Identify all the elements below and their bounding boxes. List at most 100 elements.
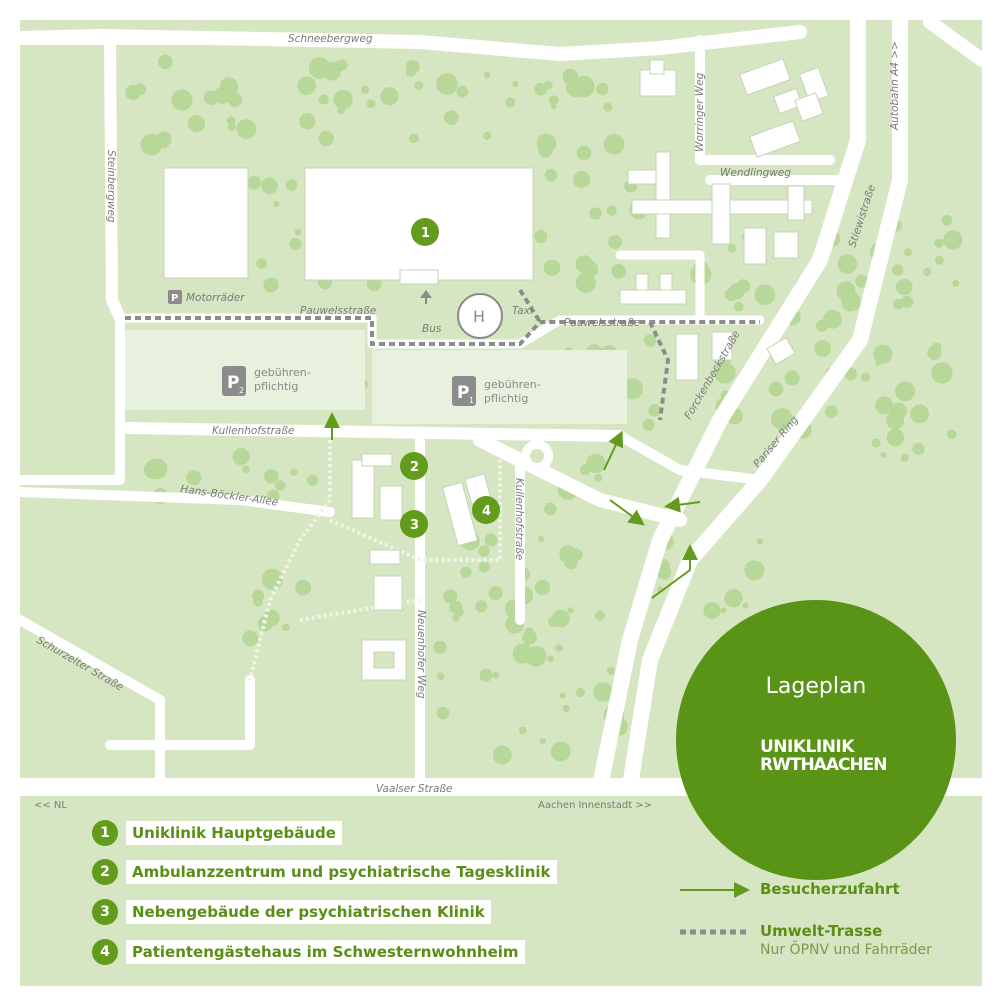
tree bbox=[409, 133, 419, 144]
tree bbox=[232, 447, 250, 466]
tree bbox=[575, 255, 594, 273]
tree bbox=[733, 301, 744, 312]
tree bbox=[941, 214, 953, 226]
tree bbox=[290, 468, 298, 476]
marker-4-label: 4 bbox=[482, 504, 491, 519]
roads bbox=[12, 14, 990, 794]
tree bbox=[492, 745, 512, 765]
label-motorraeder: Motorräder bbox=[186, 292, 245, 304]
tree bbox=[756, 538, 763, 545]
tree bbox=[923, 267, 932, 277]
tree bbox=[405, 67, 416, 77]
tree bbox=[562, 704, 570, 713]
legend-num-2: 2 bbox=[92, 859, 118, 885]
tree bbox=[910, 404, 930, 424]
tree bbox=[904, 248, 912, 257]
marker-4[interactable] bbox=[472, 496, 500, 524]
tree bbox=[573, 170, 591, 189]
tree bbox=[534, 579, 551, 596]
street-steinbergweg: Steinbergweg bbox=[105, 150, 117, 223]
tree bbox=[361, 85, 370, 94]
tree bbox=[456, 608, 465, 616]
tree bbox=[611, 263, 627, 279]
tree bbox=[443, 589, 458, 604]
tree bbox=[720, 607, 727, 614]
tree bbox=[875, 396, 894, 415]
street-pauwels-right: Pauwelsstraße bbox=[564, 317, 640, 329]
tree bbox=[140, 133, 163, 156]
tree bbox=[227, 92, 242, 107]
tree bbox=[436, 706, 450, 720]
buildings bbox=[163, 58, 830, 681]
tree bbox=[643, 334, 657, 347]
tree bbox=[484, 533, 498, 547]
tree bbox=[840, 291, 861, 312]
label-bus: Bus bbox=[422, 323, 442, 335]
tree bbox=[934, 238, 944, 248]
label-nl: << NL bbox=[34, 800, 67, 811]
tree bbox=[728, 283, 745, 300]
parking-icon-motorraeder bbox=[168, 290, 182, 304]
tree bbox=[934, 255, 944, 265]
marker-2[interactable] bbox=[400, 452, 428, 480]
tree bbox=[236, 119, 257, 139]
logo-line2: RWTHAACHEN bbox=[760, 755, 888, 775]
tree bbox=[538, 144, 552, 158]
tree bbox=[891, 264, 904, 276]
building-west bbox=[163, 167, 249, 279]
tree bbox=[299, 113, 316, 130]
tree bbox=[890, 402, 907, 420]
tree bbox=[483, 131, 492, 141]
tree bbox=[562, 68, 579, 85]
tree bbox=[608, 235, 623, 250]
p1-letter: P bbox=[457, 383, 469, 403]
parking-icon-p2 bbox=[222, 366, 246, 396]
tree bbox=[307, 474, 319, 487]
tree bbox=[539, 737, 546, 745]
tree bbox=[297, 76, 317, 95]
tree bbox=[146, 458, 168, 480]
tree bbox=[606, 205, 617, 216]
tree bbox=[522, 630, 537, 645]
tree bbox=[927, 345, 942, 361]
tree bbox=[478, 545, 490, 557]
marker-1[interactable] bbox=[411, 218, 439, 246]
tree bbox=[380, 87, 399, 106]
tree bbox=[253, 596, 263, 607]
tree bbox=[263, 609, 280, 626]
tree bbox=[334, 60, 346, 72]
tree bbox=[714, 362, 736, 384]
tree bbox=[414, 80, 424, 90]
tree bbox=[544, 168, 558, 182]
tree bbox=[931, 362, 953, 384]
tree bbox=[744, 560, 765, 581]
legend-umwelt: Umwelt-Trasse bbox=[760, 922, 883, 940]
tree bbox=[593, 682, 613, 702]
marker-3[interactable] bbox=[400, 510, 428, 538]
tree bbox=[264, 469, 279, 484]
tree bbox=[294, 228, 302, 236]
p2-sub: 2 bbox=[239, 386, 244, 395]
tree bbox=[159, 138, 170, 149]
tree bbox=[478, 561, 490, 573]
tree bbox=[274, 480, 286, 491]
p2-letter: P bbox=[227, 373, 239, 393]
tree bbox=[871, 438, 881, 448]
tree bbox=[825, 405, 838, 418]
helipad-label: H bbox=[473, 307, 485, 326]
tree bbox=[512, 643, 533, 664]
tree bbox=[843, 285, 853, 295]
tree bbox=[543, 80, 553, 90]
tree bbox=[366, 99, 376, 109]
tree bbox=[479, 668, 493, 682]
tree bbox=[703, 602, 721, 620]
legend-item-4: 4 Patientengästehaus im Schwesternwohnhe… bbox=[92, 939, 525, 965]
tree bbox=[544, 502, 557, 516]
tree bbox=[550, 741, 571, 762]
marker-2-label: 2 bbox=[410, 460, 419, 475]
legend-umwelt-sub: Nur ÖPNV und Fahrräder bbox=[760, 942, 932, 958]
tree bbox=[333, 89, 353, 110]
tree bbox=[594, 610, 605, 621]
tree bbox=[896, 278, 913, 296]
marker-3-label: 3 bbox=[410, 518, 419, 533]
